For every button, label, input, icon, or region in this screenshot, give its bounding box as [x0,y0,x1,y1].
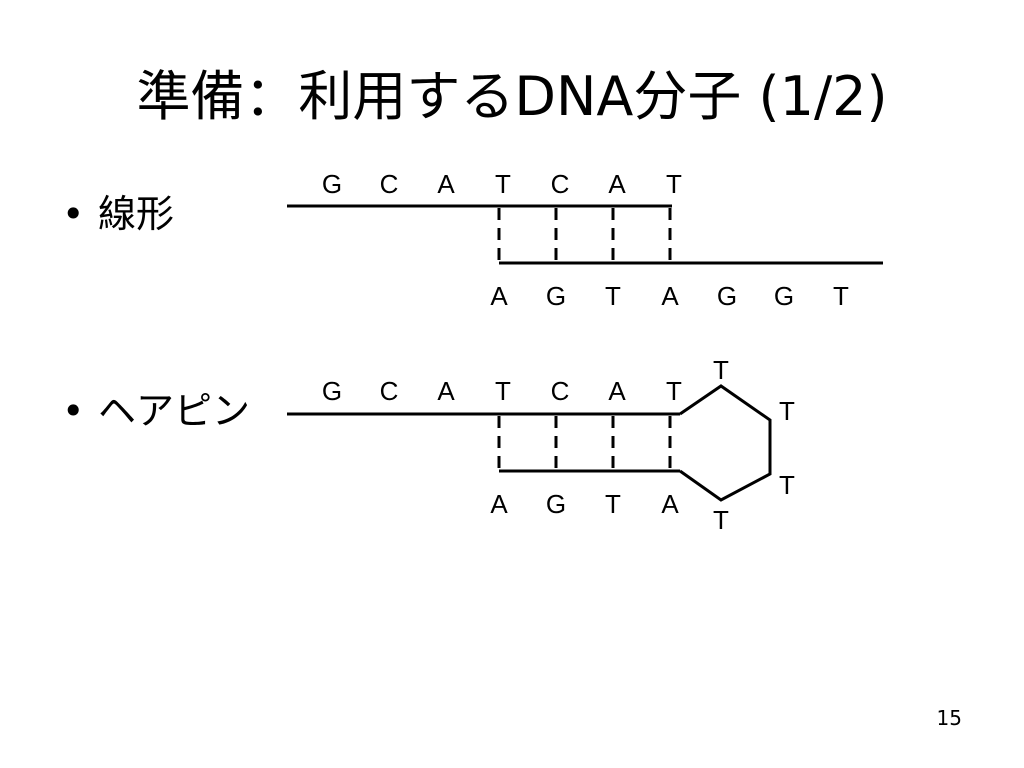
hairpin-loop [679,384,772,502]
bullet-linear-label: 線形 [98,192,175,236]
bullet-marker: • [62,192,85,236]
bottom-base: G [546,281,566,311]
bottom-base: A [490,281,508,311]
top-base: C [380,376,399,406]
loop-base: T [713,505,729,535]
top-base: G [322,376,342,406]
top-base: T [666,169,682,199]
bottom-base: A [661,489,679,519]
bottom-base: G [546,489,566,519]
page-number: 15 [936,706,962,730]
top-base: A [608,169,626,199]
top-base: A [437,169,455,199]
slide-title: 準備：利用するDNA分子 (1/2) [136,65,888,128]
bottom-base: A [490,489,508,519]
top-base: C [551,376,570,406]
linear-dna: G C A T C A T A G T A G G T [287,169,883,311]
loop-base: T [779,470,795,500]
bullet-marker: • [62,389,85,433]
hairpin-dna: G C A T C A T A G T A T T T T [287,355,795,535]
loop-base: T [713,355,729,385]
top-base: C [551,169,570,199]
top-base: A [437,376,455,406]
bottom-base: T [605,489,621,519]
bottom-base: A [661,281,679,311]
bottom-base: T [833,281,849,311]
bullet-hairpin-label: ヘアピン [98,389,251,433]
top-base: T [495,376,511,406]
bottom-base: T [605,281,621,311]
bottom-base: G [774,281,794,311]
bullet-linear: • 線形 [62,192,174,236]
bottom-base: G [717,281,737,311]
top-base: T [495,169,511,199]
loop-base: T [779,396,795,426]
bullet-hairpin: • ヘアピン [62,389,250,433]
top-base: A [608,376,626,406]
top-base: G [322,169,342,199]
top-base: T [666,376,682,406]
top-base: C [380,169,399,199]
